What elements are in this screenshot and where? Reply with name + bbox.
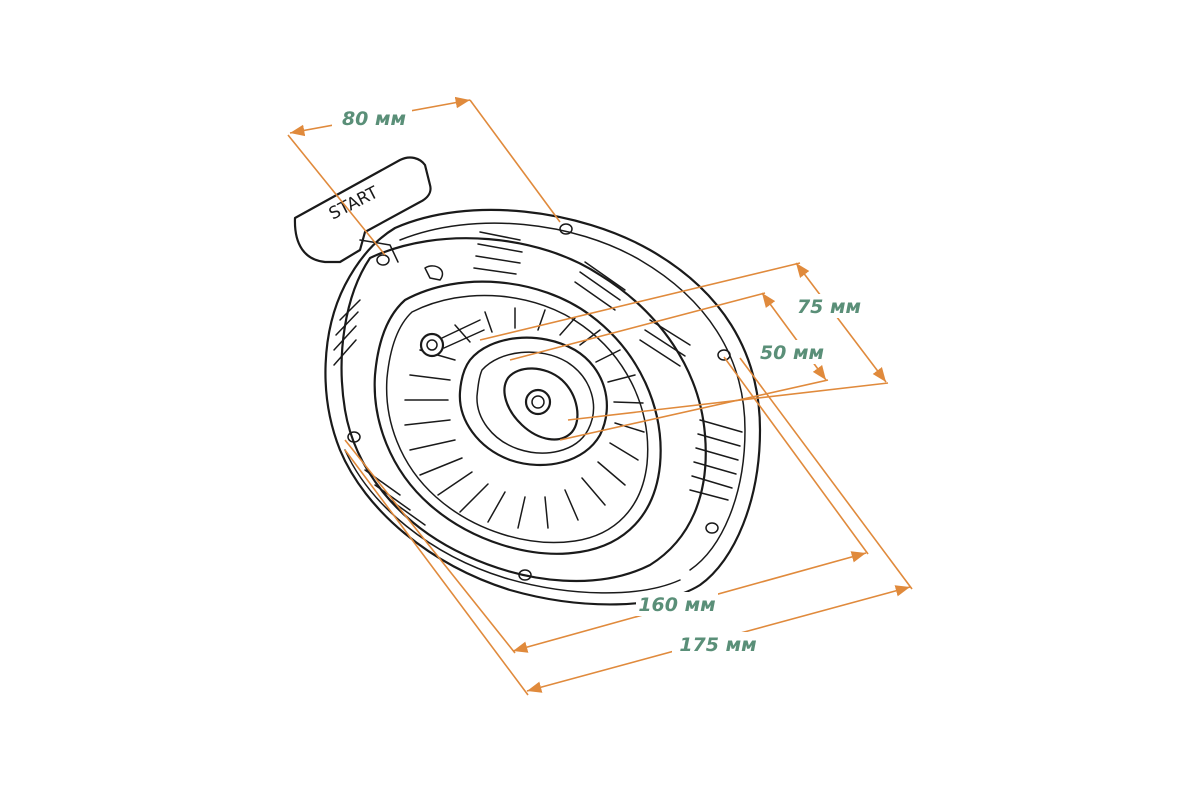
start-handle: START bbox=[293, 156, 432, 264]
dimension-label: 175 мм bbox=[679, 634, 756, 656]
pulley-hub bbox=[458, 336, 608, 467]
dimension-175: 175 мм bbox=[344, 357, 913, 696]
starter-housing bbox=[324, 208, 762, 606]
mounting-hole bbox=[347, 431, 361, 443]
dimension-label: 80 мм bbox=[342, 108, 406, 130]
mounting-hole bbox=[717, 349, 731, 361]
mounting-hole bbox=[559, 223, 573, 235]
dimension-label: 160 мм bbox=[638, 594, 715, 616]
dimension-50: 50 мм bbox=[509, 292, 829, 441]
dimension-label: 50 мм bbox=[760, 342, 824, 364]
cooling-slots bbox=[333, 231, 743, 526]
rope-guide bbox=[419, 265, 485, 358]
mounting-hole bbox=[376, 254, 390, 266]
dimension-80: 80 мм bbox=[287, 96, 561, 256]
dimension-label: 75 мм bbox=[797, 296, 861, 318]
mounting-hole bbox=[705, 522, 719, 534]
